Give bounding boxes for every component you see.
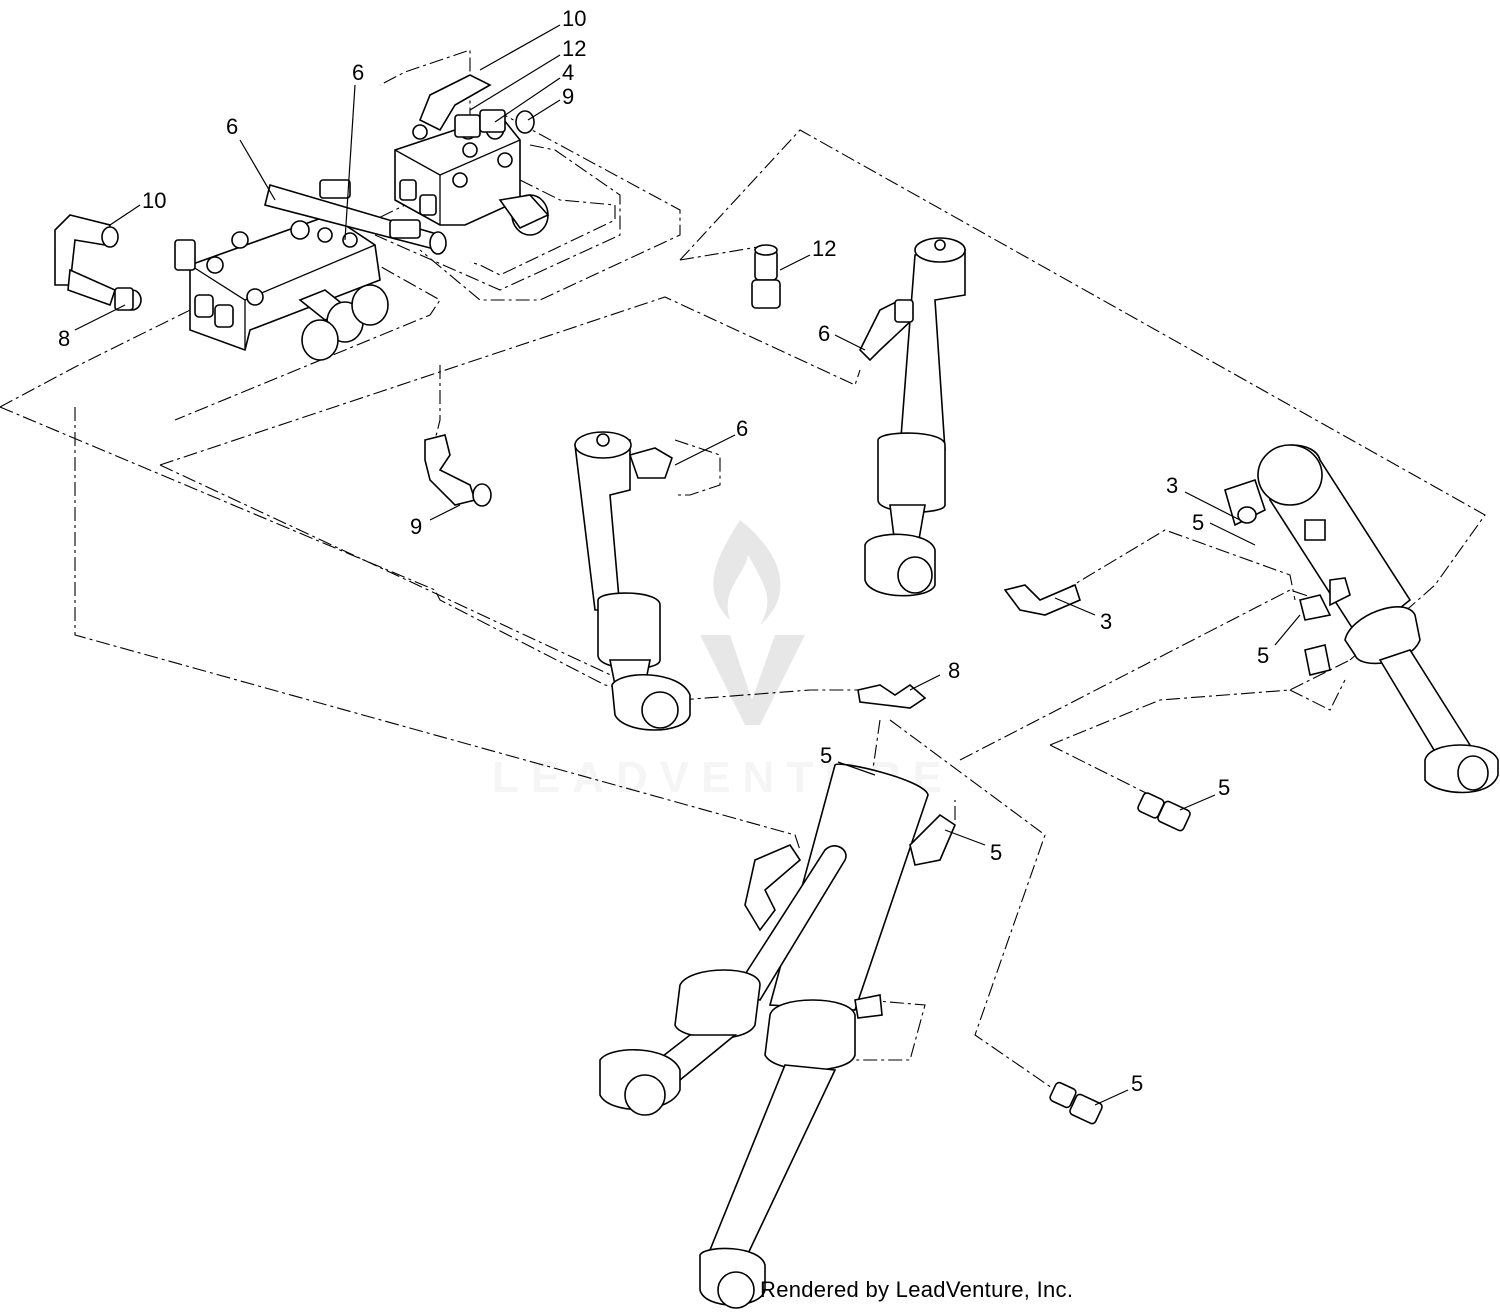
callouts: 10 12 4 9 6 6 10 8 12 6 6 9 3 5 3 5 8 5 … bbox=[58, 6, 1269, 1096]
callout-10: 10 bbox=[142, 188, 166, 213]
callout-9: 9 bbox=[562, 84, 574, 109]
hydraulic-cylinder-right bbox=[1224, 444, 1499, 794]
callout-3: 3 bbox=[1166, 473, 1178, 498]
hydraulic-cylinder-upper bbox=[859, 237, 966, 597]
callout-5: 5 bbox=[1192, 510, 1204, 535]
callout-5: 5 bbox=[1218, 775, 1230, 800]
elbow-fitting-9 bbox=[424, 434, 492, 507]
control-valve-rear bbox=[394, 74, 550, 236]
hose-routing bbox=[0, 49, 1486, 1091]
callout-9: 9 bbox=[410, 514, 422, 539]
straight-fitting-12 bbox=[751, 244, 781, 309]
elbow-fitting-8 bbox=[857, 683, 927, 709]
callout-5: 5 bbox=[820, 743, 832, 768]
callout-3: 3 bbox=[1100, 609, 1112, 634]
hydraulic-cylinder-center bbox=[574, 431, 691, 731]
hydraulic-cylinder-bottom bbox=[599, 763, 956, 1309]
straight-fitting-5-bottom bbox=[1049, 1081, 1103, 1125]
straight-fitting-5-right bbox=[1137, 792, 1191, 832]
callout-8: 8 bbox=[58, 326, 70, 351]
callout-6: 6 bbox=[736, 416, 748, 441]
leader-lines bbox=[74, 24, 1301, 1106]
valve-interconnect bbox=[264, 179, 447, 255]
callout-5: 5 bbox=[990, 840, 1002, 865]
valve-fittings-left bbox=[54, 214, 142, 311]
elbow-fitting-3 bbox=[1003, 583, 1081, 616]
callout-12: 12 bbox=[812, 236, 836, 261]
control-valve-front bbox=[174, 214, 389, 361]
callout-5: 5 bbox=[1257, 643, 1269, 668]
callout-5: 5 bbox=[1131, 1071, 1143, 1096]
callout-6: 6 bbox=[818, 321, 830, 346]
callout-4: 4 bbox=[562, 60, 574, 85]
callout-10: 10 bbox=[562, 6, 586, 31]
callout-6: 6 bbox=[352, 60, 364, 85]
callout-6: 6 bbox=[226, 114, 238, 139]
callout-12: 12 bbox=[562, 36, 586, 61]
callout-8: 8 bbox=[948, 658, 960, 683]
footer-credit: Rendered by LeadVenture, Inc. bbox=[760, 1277, 1074, 1302]
